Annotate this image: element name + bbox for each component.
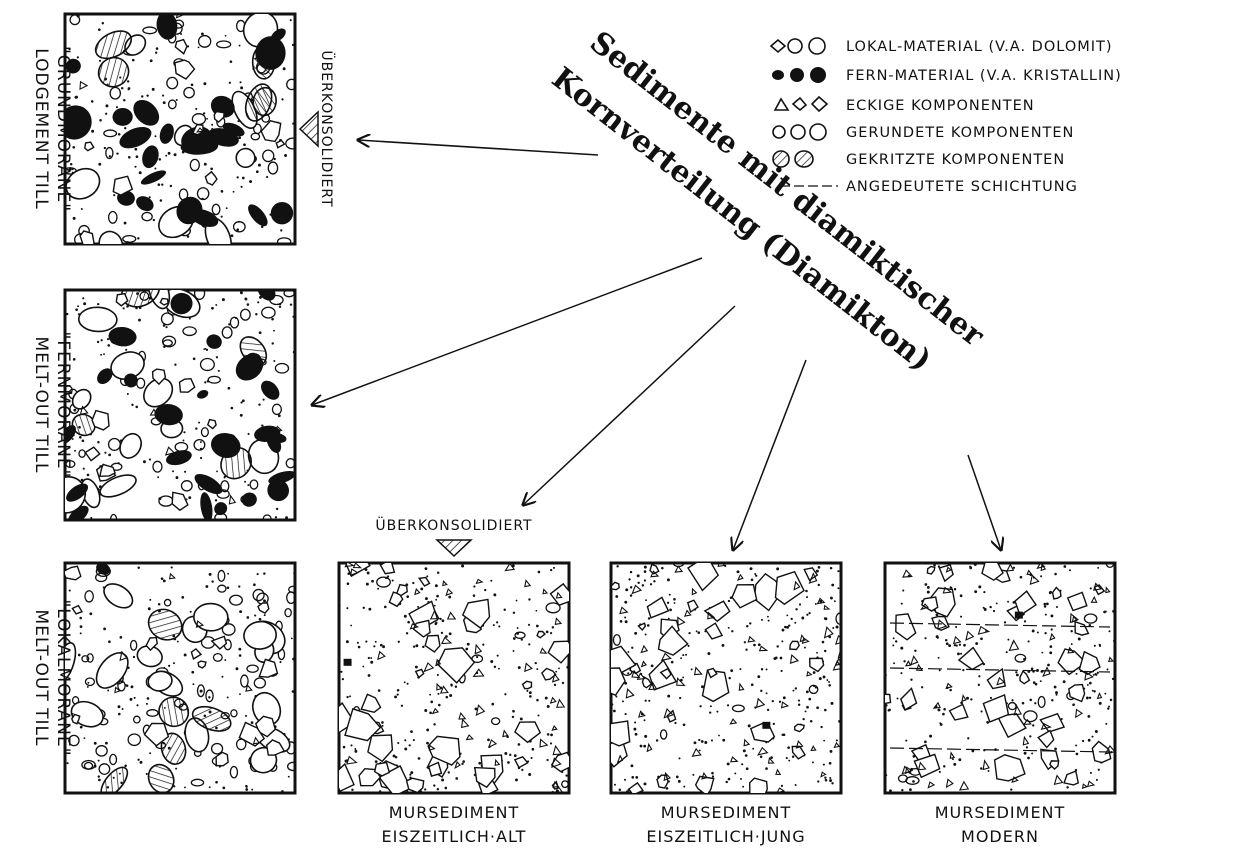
pressure-triangle-top	[435, 539, 473, 558]
rounded-ovals-icon	[772, 123, 827, 141]
arrow-to-fern	[312, 257, 703, 405]
panel-lokal-grains	[65, 563, 295, 793]
label-meltout-fern: MELT-OUT TILL "FERNMORÄNE"	[31, 332, 74, 479]
legend-row-lokal: LOKAL-MATERIAL (V.A. DOLOMIT)	[769, 37, 1113, 55]
caption-alt-line2: EISZEITLICH·ALT	[382, 827, 527, 846]
legend-row-gerundet: GERUNDETE KOMPONENTEN	[772, 123, 1074, 141]
label-fern-line1: MELT-OUT TILL	[31, 337, 51, 474]
label-meltout-lokal: MELT-OUT TILL "LOKALMORÄNE"	[31, 599, 74, 756]
striated-ovals-icon	[772, 150, 814, 168]
panel-fern-grains	[65, 290, 295, 520]
panel-mursediment-modern	[883, 561, 1117, 795]
panel-lodgement-grains	[65, 14, 295, 244]
arrow-to-mur-modern	[967, 454, 1001, 550]
panel-mursediment-alt	[337, 561, 571, 795]
panel-meltout-fernmoraene	[63, 288, 297, 522]
note-ueberkonsolidiert-top: ÜBERKONSOLIDIERT	[375, 516, 532, 534]
note-side-text: ÜBERKONSOLIDIERT	[318, 50, 336, 207]
panel-meltout-lokalmoraene	[63, 561, 297, 795]
label-fern-line2: "FERNMORÄNE"	[53, 332, 74, 479]
panel-modern-grains	[885, 563, 1115, 793]
legend-row-eckig: ECKIGE KOMPONENTEN	[773, 95, 1035, 114]
legend-label-lokal: LOKAL-MATERIAL (V.A. DOLOMIT)	[846, 39, 1113, 55]
label-lodgement-line2: "GRUNDMORÄNE"	[53, 46, 74, 212]
note-ueberkonsolidiert-side: ÜBERKONSOLIDIERT	[318, 50, 336, 207]
label-lodgement-line1: LODGEMENT TILL	[31, 48, 51, 210]
angular-shapes-icon	[773, 95, 829, 113]
panel-alt-grains	[339, 563, 569, 793]
legend: LOKAL-MATERIAL (V.A. DOLOMIT) FERN-MATER…	[769, 37, 1122, 195]
label-lokal-line2: "LOKALMORÄNE"	[53, 599, 74, 756]
caption-modern-line1: MURSEDIMENT	[935, 803, 1066, 822]
legend-label-gekritzt: GEKRITZTE KOMPONENTEN	[846, 152, 1065, 168]
dolomite-ovals-icon	[769, 37, 826, 55]
legend-label-gerundet: GERUNDETE KOMPONENTEN	[846, 125, 1074, 141]
legend-row-gekritzt: GEKRITZTE KOMPONENTEN	[772, 150, 1065, 168]
caption-alt-line1: MURSEDIMENT	[389, 803, 520, 822]
arrow-to-lodgement	[358, 140, 599, 156]
panel-lodgement-till	[63, 12, 297, 246]
caption-modern-line2: MODERN	[961, 827, 1039, 846]
arrow-to-mur-jung	[733, 359, 807, 550]
black-ovals-icon	[772, 67, 826, 83]
arrow-to-mur-alt	[523, 305, 736, 505]
legend-row-fern: FERN-MATERIAL (V.A. KRISTALLIN)	[772, 67, 1122, 84]
caption-jung-line2: EISZEITLICH·JUNG	[646, 827, 805, 846]
label-lodgement-till: LODGEMENT TILL "GRUNDMORÄNE"	[31, 46, 74, 212]
arrows	[312, 140, 1001, 550]
caption-jung-line1: MURSEDIMENT	[661, 803, 792, 822]
panel-mursediment-jung	[609, 561, 843, 795]
pressure-triangle-side	[298, 110, 319, 148]
legend-row-schichtung: ANGEDEUTETE SCHICHTUNG	[780, 179, 1078, 195]
legend-label-schichtung: ANGEDEUTETE SCHICHTUNG	[846, 179, 1078, 195]
panel-jung-grains	[611, 563, 841, 793]
label-lokal-line1: MELT-OUT TILL	[31, 610, 51, 747]
legend-label-eckig: ECKIGE KOMPONENTEN	[846, 98, 1035, 114]
legend-label-fern: FERN-MATERIAL (V.A. KRISTALLIN)	[846, 68, 1122, 84]
